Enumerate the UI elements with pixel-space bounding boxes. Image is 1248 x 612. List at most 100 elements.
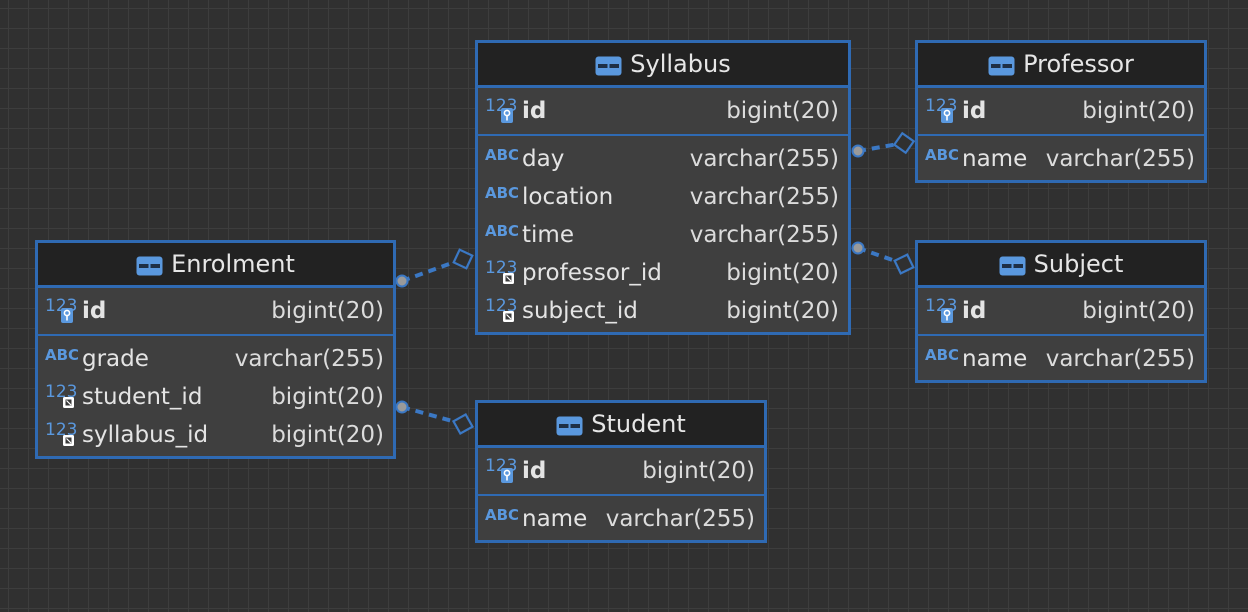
- syllabus-entity-header[interactable]: Syllabus: [478, 43, 848, 88]
- relationship-source-dot: [851, 241, 865, 255]
- relationship-line: [401, 405, 464, 426]
- column-type: bigint(20): [1082, 98, 1195, 124]
- column-type: varchar(255): [689, 146, 839, 172]
- svg-text:ABC: ABC: [925, 146, 958, 164]
- column-type: bigint(20): [726, 98, 839, 124]
- numeric-primary-key-icon: 123: [484, 96, 518, 124]
- relationship-line: [857, 246, 905, 266]
- entity-title: Student: [591, 410, 686, 438]
- relationship-syllabus-professor[interactable]: [851, 131, 916, 158]
- relationship-enrolment-syllabus[interactable]: [395, 248, 474, 288]
- column-name: id: [962, 98, 987, 124]
- column-type: varchar(255): [689, 184, 839, 210]
- table-icon: [988, 54, 1015, 76]
- table-icon: [999, 254, 1026, 276]
- relationship-target-diamond: [452, 248, 474, 270]
- text-column-icon: ABC: [484, 506, 519, 532]
- svg-text:ABC: ABC: [485, 222, 518, 240]
- text-column-icon: ABC: [484, 222, 519, 248]
- column-name: student_id: [82, 384, 203, 410]
- text-column-icon: ABC: [484, 146, 519, 172]
- table-icon: [136, 254, 163, 276]
- column-name: grade: [82, 346, 149, 372]
- text-column-icon: ABC: [924, 146, 959, 172]
- column-name: location: [522, 184, 614, 210]
- numeric-primary-key-icon: 123: [44, 296, 78, 324]
- text-column-icon: ABC: [924, 346, 959, 372]
- numeric-foreign-key-icon: 123: [484, 296, 518, 324]
- subject-entity-header[interactable]: Subject: [918, 243, 1204, 288]
- entity-title: Enrolment: [171, 250, 295, 278]
- numeric-foreign-key-icon: 123: [484, 258, 518, 286]
- entity-title: Professor: [1023, 50, 1134, 78]
- relationship-target-diamond: [892, 131, 916, 155]
- numeric-foreign-key-icon: 123: [44, 420, 78, 448]
- svg-text:ABC: ABC: [925, 346, 958, 364]
- column-name: id: [522, 98, 547, 124]
- column-type: bigint(20): [271, 422, 384, 448]
- column-type: bigint(20): [642, 458, 755, 484]
- numeric-foreign-key-icon: 123: [44, 382, 78, 410]
- column-name: time: [522, 222, 574, 248]
- enrolment-entity-header[interactable]: Enrolment: [38, 243, 393, 288]
- column-type: varchar(255): [689, 222, 839, 248]
- column-type: bigint(20): [271, 298, 384, 324]
- column-type: bigint(20): [1082, 298, 1195, 324]
- relationship-syllabus-subject[interactable]: [851, 241, 915, 275]
- column-type: bigint(20): [726, 298, 839, 324]
- relationship-line: [857, 141, 905, 153]
- numeric-primary-key-icon: 123: [924, 96, 958, 124]
- column-type: varchar(255): [234, 346, 384, 372]
- entity-title: Subject: [1033, 250, 1124, 278]
- column-type: varchar(255): [1045, 346, 1195, 372]
- column-name: professor_id: [522, 260, 662, 286]
- text-column-icon: ABC: [44, 346, 79, 372]
- professor-entity-header[interactable]: Professor: [918, 43, 1204, 88]
- column-name: id: [962, 298, 987, 324]
- column-name: name: [962, 346, 1028, 372]
- relationship-source-dot: [851, 144, 865, 158]
- svg-text:ABC: ABC: [45, 346, 78, 364]
- numeric-primary-key-icon: 123: [924, 296, 958, 324]
- svg-text:ABC: ABC: [485, 506, 518, 524]
- student-entity-header[interactable]: Student: [478, 403, 764, 448]
- column-type: varchar(255): [1045, 146, 1195, 172]
- relationship-line: [401, 257, 464, 283]
- relationship-target-diamond: [893, 253, 915, 275]
- column-type: bigint(20): [726, 260, 839, 286]
- table-icon: [595, 54, 622, 76]
- relationship-enrolment-student[interactable]: [395, 400, 475, 436]
- column-type: bigint(20): [271, 384, 384, 410]
- column-type: varchar(255): [605, 506, 755, 532]
